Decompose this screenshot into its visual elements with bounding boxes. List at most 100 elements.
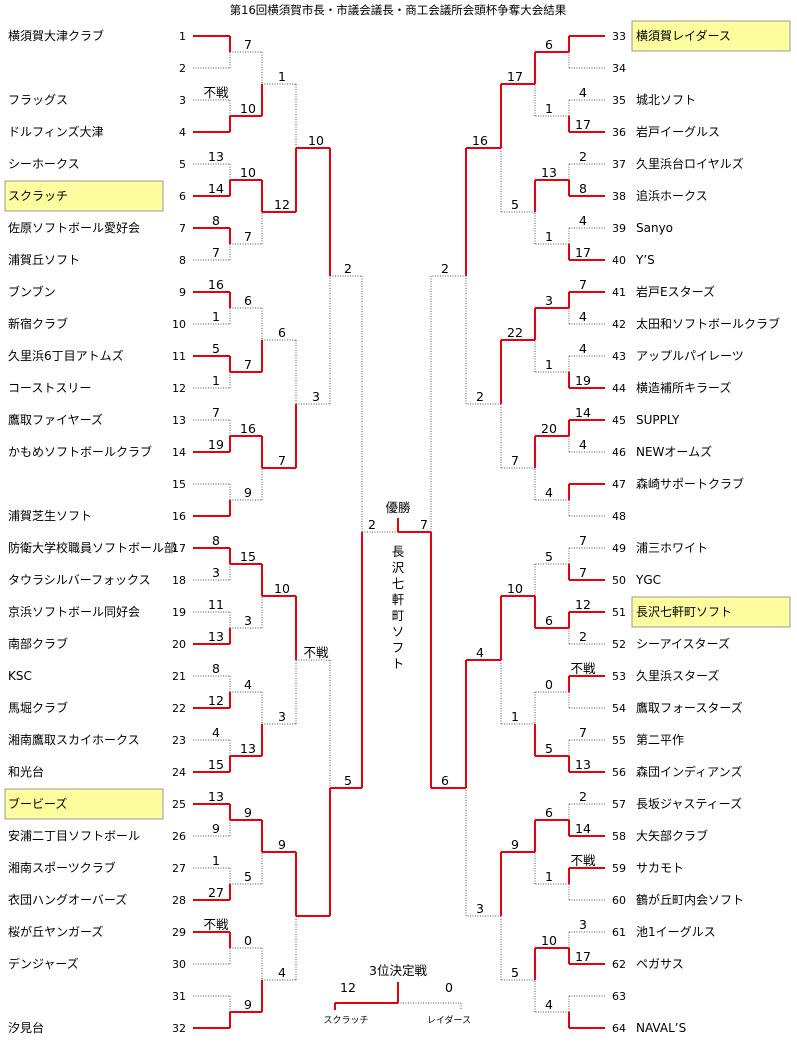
r1-m7-score-b: 19	[208, 437, 224, 452]
r2-m15-score-a: 6	[545, 805, 553, 820]
r2-m3-score-a: 6	[244, 293, 252, 308]
team-name-52: シーアイスターズ	[636, 636, 730, 651]
seed-60: 60	[612, 894, 626, 907]
r2-m5-score-b: 3	[244, 613, 252, 628]
highlight-box-33	[631, 20, 791, 52]
r3-m6-score-b: 7	[511, 453, 519, 468]
champion-name: 長沢七軒町ソフト	[392, 544, 405, 671]
r1-m10-score-a: 11	[208, 597, 224, 612]
r1-m20-score-b: 17	[575, 245, 591, 260]
r3-m5-score-b: 5	[511, 197, 519, 212]
r1-m23-score-a: 14	[575, 405, 591, 420]
team-name-22: 馬堀クラブ	[8, 700, 68, 715]
seed-56: 56	[612, 766, 626, 779]
team-name-49: 浦三ホワイト	[636, 541, 708, 555]
team-name-53: 久里浜スターズ	[636, 668, 719, 683]
seed-6: 6	[179, 190, 186, 203]
team-name-7: 佐原ソフトボール愛好会	[8, 221, 140, 235]
seed-31: 31	[172, 990, 186, 1003]
team-name-24: 和光台	[8, 764, 44, 779]
r2-m10-score-b: 1	[545, 229, 553, 244]
r1-m5-score-a: 16	[208, 277, 224, 292]
seed-26: 26	[172, 830, 186, 843]
r2-m2-score-a: 10	[240, 165, 256, 180]
seed-44: 44	[612, 382, 626, 395]
r2-m1-score-b: 10	[240, 101, 256, 116]
r5-m1-score-a: 2	[344, 261, 352, 276]
r1-m9-score-a: 8	[212, 533, 220, 548]
seed-10: 10	[172, 318, 186, 331]
r1-m14-score-b: 27	[208, 885, 224, 900]
r6-m1-score-a: 2	[368, 517, 376, 532]
team-name-16: 浦賀芝生ソフト	[8, 508, 92, 523]
seed-52: 52	[612, 638, 626, 651]
seed-4: 4	[179, 126, 186, 139]
seed-59: 59	[612, 862, 626, 875]
r2-m6-score-b: 13	[240, 741, 256, 756]
seed-40: 40	[612, 254, 626, 267]
seed-9: 9	[179, 286, 186, 299]
team-name-26: 安浦二丁目ソフトボール	[8, 828, 140, 843]
r1-m25-score-a: 7	[579, 533, 587, 548]
seed-15: 15	[172, 478, 186, 491]
r1-m10-score-b: 13	[208, 629, 224, 644]
team-name-33: 横須賀レイダース	[636, 28, 731, 43]
seed-46: 46	[612, 446, 626, 459]
seed-34: 34	[612, 62, 626, 75]
seed-61: 61	[612, 926, 626, 939]
r1-m29-score-a: 2	[579, 789, 587, 804]
r1-m28-score-b: 13	[575, 757, 591, 772]
r5-m1-score-b: 5	[344, 773, 352, 788]
r3-m1-score-a: 1	[278, 69, 286, 84]
team-name-57: 長坂ジャスティーズ	[636, 796, 742, 811]
r1-m21-score-a: 7	[579, 277, 587, 292]
seed-32: 32	[172, 1022, 186, 1035]
seed-21: 21	[172, 670, 186, 683]
seed-35: 35	[612, 94, 626, 107]
r3-m5-score-a: 17	[507, 69, 523, 84]
r2-m4-score-a: 16	[240, 421, 256, 436]
r1-m22-score-b: 19	[575, 373, 591, 388]
champion-label: 優勝	[385, 500, 411, 515]
r2-m5-score-a: 15	[240, 549, 256, 564]
r1-m20-score-a: 4	[579, 213, 587, 228]
seed-47: 47	[612, 478, 626, 491]
r1-m26-score-a: 12	[575, 597, 591, 612]
seed-29: 29	[172, 926, 186, 939]
seed-12: 12	[172, 382, 186, 395]
r3-m2-score-b: 7	[278, 453, 286, 468]
team-name-55: 第二平作	[636, 733, 684, 747]
team-name-62: ペガサス	[636, 957, 684, 971]
team-name-29: 桜が丘ヤンガーズ	[8, 924, 103, 939]
r3-m6-score-a: 22	[507, 325, 523, 340]
r6-m1-score-b: 7	[420, 517, 428, 532]
seed-23: 23	[172, 734, 186, 747]
r2-m7-score-a: 9	[244, 805, 252, 820]
r1-m6-score-b: 1	[212, 373, 220, 388]
team-name-45: SUPPLY	[636, 413, 680, 427]
r1-m19-score-a: 2	[579, 149, 587, 164]
r1-m26-score-b: 2	[579, 629, 587, 644]
seed-27: 27	[172, 862, 186, 875]
team-name-36: 岩戸イーグルス	[636, 124, 720, 139]
r1-m11-score-b: 12	[208, 693, 224, 708]
team-name-28: 衣団ハングオーバーズ	[8, 892, 127, 907]
r2-m16-score-b: 4	[545, 997, 553, 1012]
r2-m11-score-b: 1	[545, 357, 553, 372]
r1-m29-score-b: 14	[575, 821, 591, 836]
team-name-21: KSC	[8, 669, 32, 683]
seed-14: 14	[172, 446, 186, 459]
r1-m22-score-a: 4	[579, 341, 587, 356]
r1-m19-score-b: 8	[579, 181, 587, 196]
r1-m31-score-a: 3	[579, 917, 587, 932]
r1-m27-score-a: 不戦	[570, 661, 596, 676]
seed-48: 48	[612, 510, 626, 523]
team-name-44: 横造補所キラーズ	[636, 380, 731, 395]
r1-m18-score-a: 4	[579, 85, 587, 100]
seed-42: 42	[612, 318, 626, 331]
seed-50: 50	[612, 574, 626, 587]
r4-m1-score-a: 10	[308, 133, 324, 148]
team-name-46: NEWオームズ	[636, 444, 712, 459]
r1-m6-score-a: 5	[212, 341, 220, 356]
